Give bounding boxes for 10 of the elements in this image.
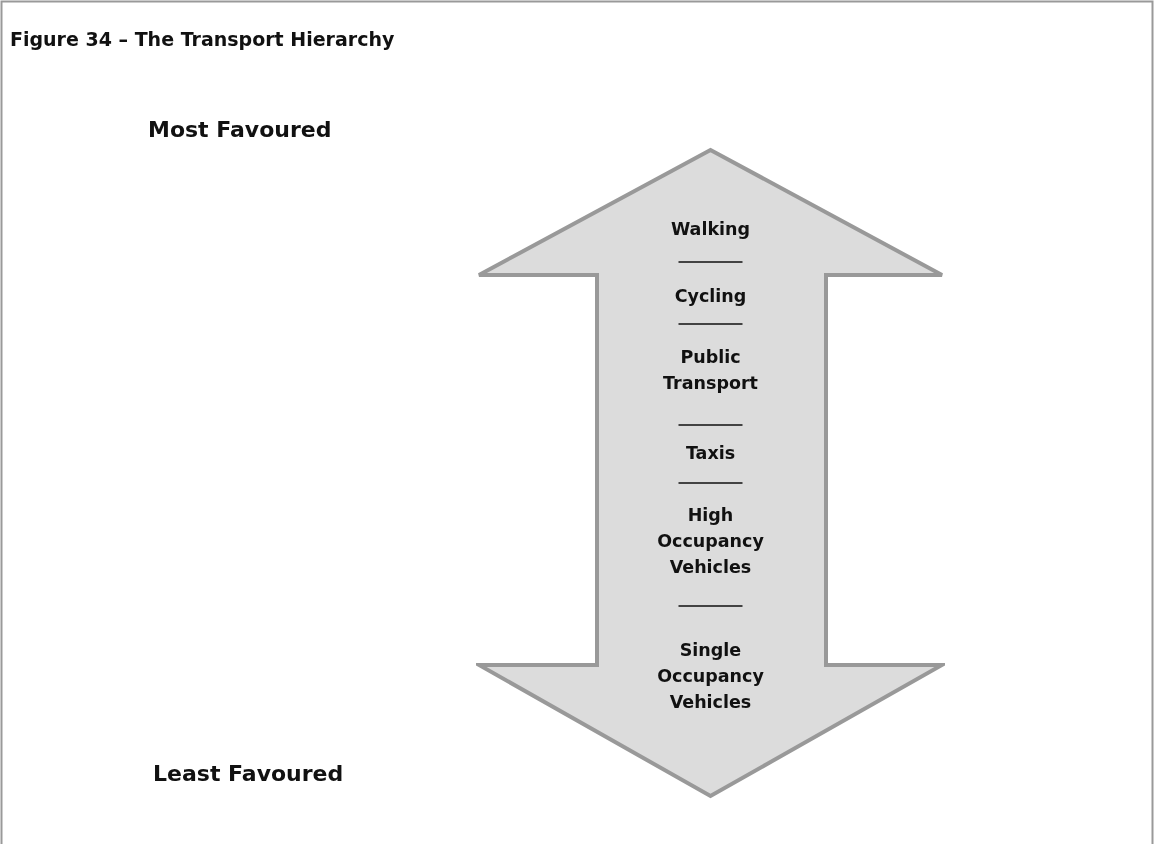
transport-mode-label: Walking	[669, 218, 752, 241]
transport-mode-label: Cycling	[673, 285, 748, 308]
double-arrow	[476, 146, 945, 800]
transport-mode-label: Taxis	[684, 442, 737, 465]
figure-title: Figure 34 – The Transport Hierarchy	[10, 28, 395, 50]
transport-mode-label: Single Occupancy Vehicles	[656, 639, 765, 714]
transport-mode-label: Public Transport	[662, 346, 759, 395]
transport-mode-label: High Occupancy Vehicles	[656, 504, 765, 579]
axis-label: Least Favoured	[153, 761, 344, 786]
axis-label: Most Favoured	[148, 117, 332, 142]
